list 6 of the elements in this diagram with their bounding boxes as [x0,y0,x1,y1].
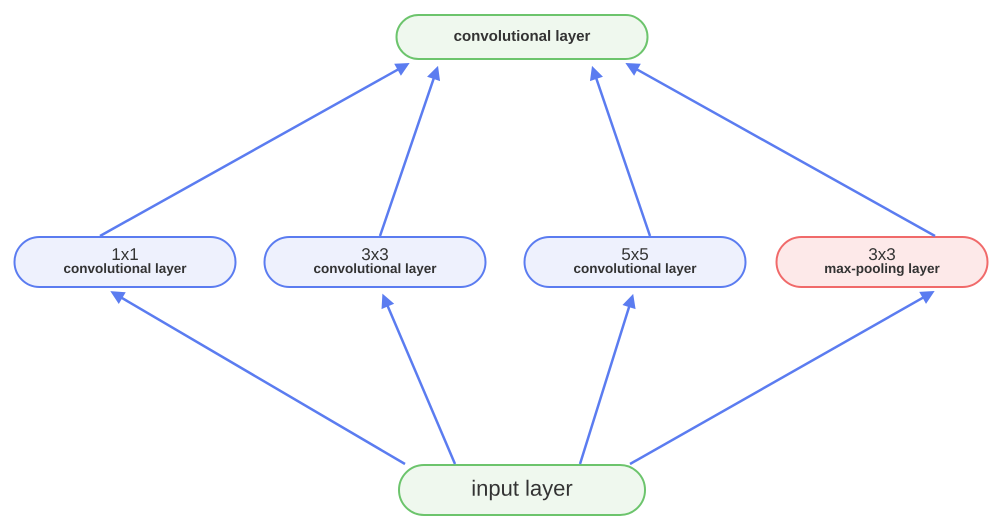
layer-box: 1x1 convolutional layer [14,236,236,288]
output-layer-box: convolutional layer [396,14,648,60]
layer-box: 3x3 max-pooling layer [776,236,989,288]
layer-box: 3x3 convolutional layer [264,236,486,288]
layer-box: 5x5 convolutional layer [524,236,746,288]
input-layer-box: input layer [398,464,646,516]
